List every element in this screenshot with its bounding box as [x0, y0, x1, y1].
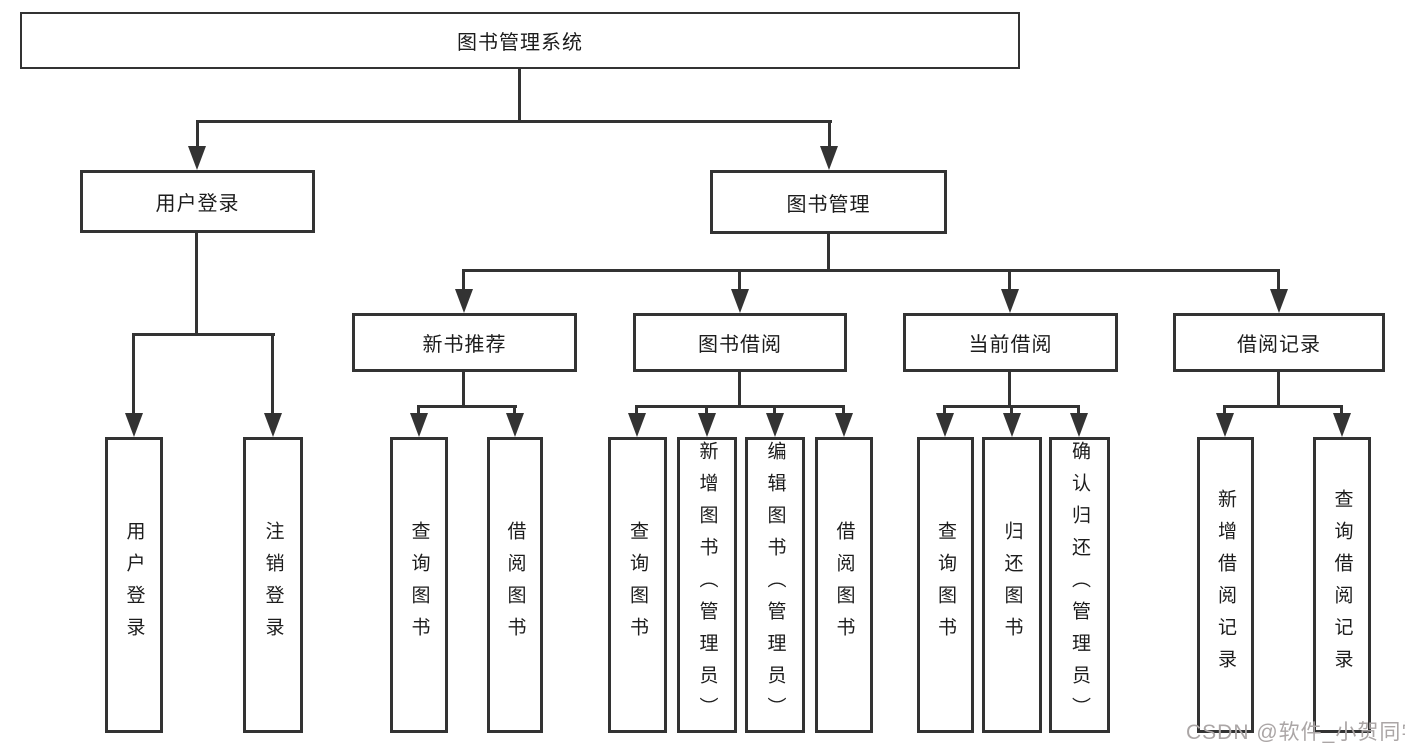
arrow-down-icon	[188, 146, 206, 170]
arrow-down-icon	[410, 413, 428, 437]
arrow-down-icon	[264, 413, 282, 437]
connector-line	[196, 120, 199, 147]
leaf-add-borrow-record: 新增借阅记录	[1197, 437, 1254, 733]
connector-line	[773, 405, 776, 415]
arrow-down-icon	[1001, 289, 1019, 313]
leaf-query-book-borrow: 查询图书	[608, 437, 667, 733]
connector-line	[1008, 269, 1011, 291]
connector-line	[518, 69, 521, 121]
connector-line	[417, 405, 517, 408]
connector-line	[132, 333, 135, 415]
leaf-query-borrow-record: 查询借阅记录	[1313, 437, 1371, 733]
connector-line	[1223, 405, 1226, 415]
arrow-down-icon	[1003, 413, 1021, 437]
arrow-down-icon	[835, 413, 853, 437]
leaf-query-book-current: 查询图书	[917, 437, 974, 733]
connector-line	[705, 405, 708, 415]
arrow-down-icon	[455, 289, 473, 313]
connector-line	[842, 405, 845, 415]
connector-line	[1077, 405, 1080, 415]
leaf-query-book-recommend: 查询图书	[390, 437, 448, 733]
connector-line	[738, 269, 741, 291]
arrow-down-icon	[766, 413, 784, 437]
watermark: CSDN @软件_小贺同学	[1186, 721, 1405, 744]
leaf-user-login: 用户登录	[105, 437, 163, 733]
arrow-down-icon	[936, 413, 954, 437]
node-borrow-records: 借阅记录	[1173, 313, 1385, 372]
connector-line	[417, 405, 420, 415]
leaf-add-book-admin: 新增图书（管理员）	[677, 437, 737, 733]
leaf-borrow-book-recommend: 借阅图书	[487, 437, 543, 733]
leaf-return-book: 归还图书	[982, 437, 1042, 733]
node-book-management: 图书管理	[710, 170, 947, 234]
node-current-borrow: 当前借阅	[903, 313, 1118, 372]
arrow-down-icon	[1333, 413, 1351, 437]
connector-line	[1277, 372, 1280, 407]
connector-line	[635, 405, 638, 415]
connector-line	[1008, 372, 1011, 407]
connector-line	[635, 405, 845, 408]
connector-line	[513, 405, 516, 415]
node-user-login: 用户登录	[80, 170, 315, 233]
connector-line	[1340, 405, 1343, 415]
connector-line	[1223, 405, 1343, 408]
leaf-logout: 注销登录	[243, 437, 303, 733]
connector-line	[463, 269, 1280, 272]
arrow-down-icon	[731, 289, 749, 313]
arrow-down-icon	[628, 413, 646, 437]
node-book-borrow: 图书借阅	[633, 313, 847, 372]
connector-line	[462, 372, 465, 407]
connector-line	[195, 233, 198, 335]
arrow-down-icon	[1216, 413, 1234, 437]
connector-line	[133, 333, 275, 336]
connector-line	[738, 372, 741, 407]
connector-line	[827, 234, 830, 271]
leaf-borrow-book: 借阅图书	[815, 437, 873, 733]
leaf-confirm-return-admin: 确认归还（管理员）	[1049, 437, 1110, 733]
connector-line	[1010, 405, 1013, 415]
node-root: 图书管理系统	[20, 12, 1020, 69]
arrow-down-icon	[1270, 289, 1288, 313]
connector-line	[943, 405, 946, 415]
arrow-down-icon	[506, 413, 524, 437]
connector-line	[196, 120, 832, 123]
leaf-edit-book-admin: 编辑图书（管理员）	[745, 437, 805, 733]
connector-line	[462, 269, 465, 291]
arrow-down-icon	[820, 146, 838, 170]
node-new-book-recommend: 新书推荐	[352, 313, 577, 372]
connector-line	[828, 120, 831, 147]
connector-line	[271, 333, 274, 415]
arrow-down-icon	[698, 413, 716, 437]
connector-line	[1277, 269, 1280, 291]
arrow-down-icon	[1070, 413, 1088, 437]
arrow-down-icon	[125, 413, 143, 437]
